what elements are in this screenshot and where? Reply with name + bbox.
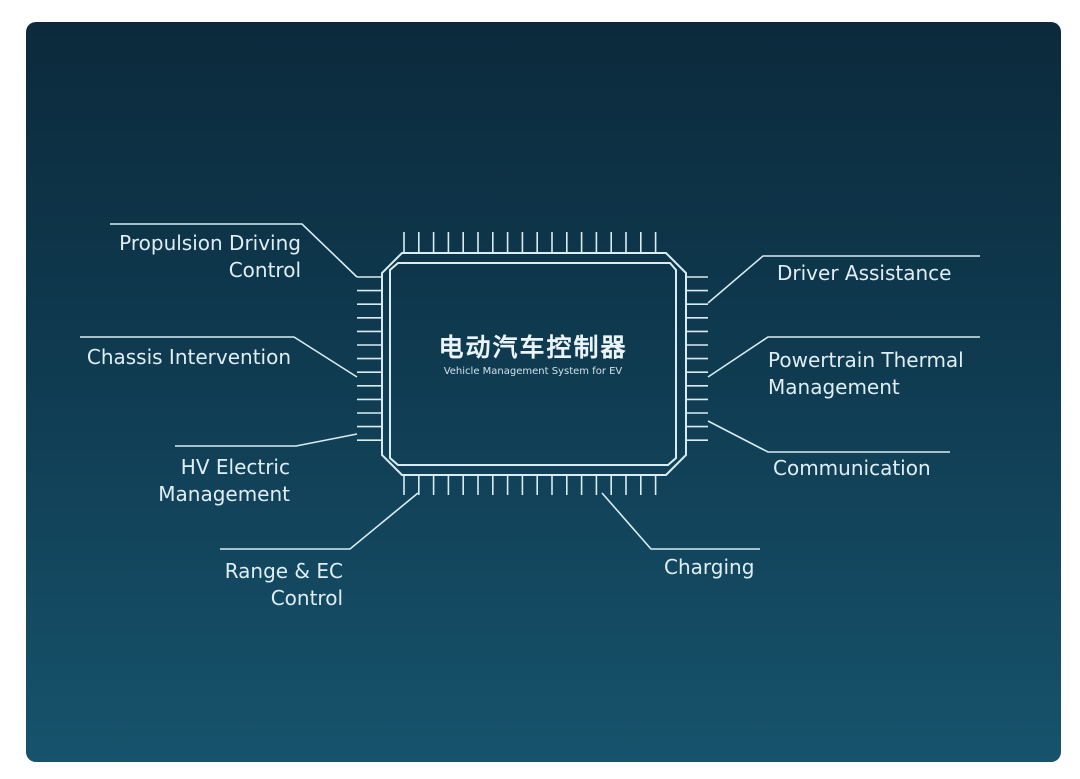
connector-range-ec <box>220 492 419 550</box>
connector-propulsion <box>110 223 358 278</box>
connector-charging <box>601 492 760 550</box>
connector-chassis <box>80 336 358 378</box>
connector-driver-assistance <box>707 255 980 304</box>
chip-title: 电动汽车控制器 <box>438 333 628 362</box>
connector-powertrain-thermal <box>707 336 980 378</box>
label-propulsion-driving-control: Propulsion Driving Control <box>119 231 301 282</box>
connector-lines <box>80 223 980 550</box>
connector-hv-electric <box>175 433 358 447</box>
label-hv-electric-management: HV Electric Management <box>158 455 290 506</box>
diagram-panel <box>26 22 1061 762</box>
chip-subtitle: Vehicle Management System for EV <box>443 366 623 377</box>
label-chassis-intervention: Chassis Intervention <box>86 345 291 369</box>
chip-inner-outline <box>389 262 677 466</box>
label-communication: Communication <box>773 456 931 480</box>
chip-outer-outline <box>381 252 687 476</box>
label-driver-assistance: Driver Assistance <box>777 261 952 285</box>
label-range-ec-control: Range & EC Control <box>224 559 343 610</box>
label-charging: Charging <box>664 555 755 579</box>
chip-pins <box>357 232 708 495</box>
connector-communication <box>707 420 950 453</box>
label-powertrain-thermal-management: Powertrain Thermal Management <box>768 348 964 399</box>
